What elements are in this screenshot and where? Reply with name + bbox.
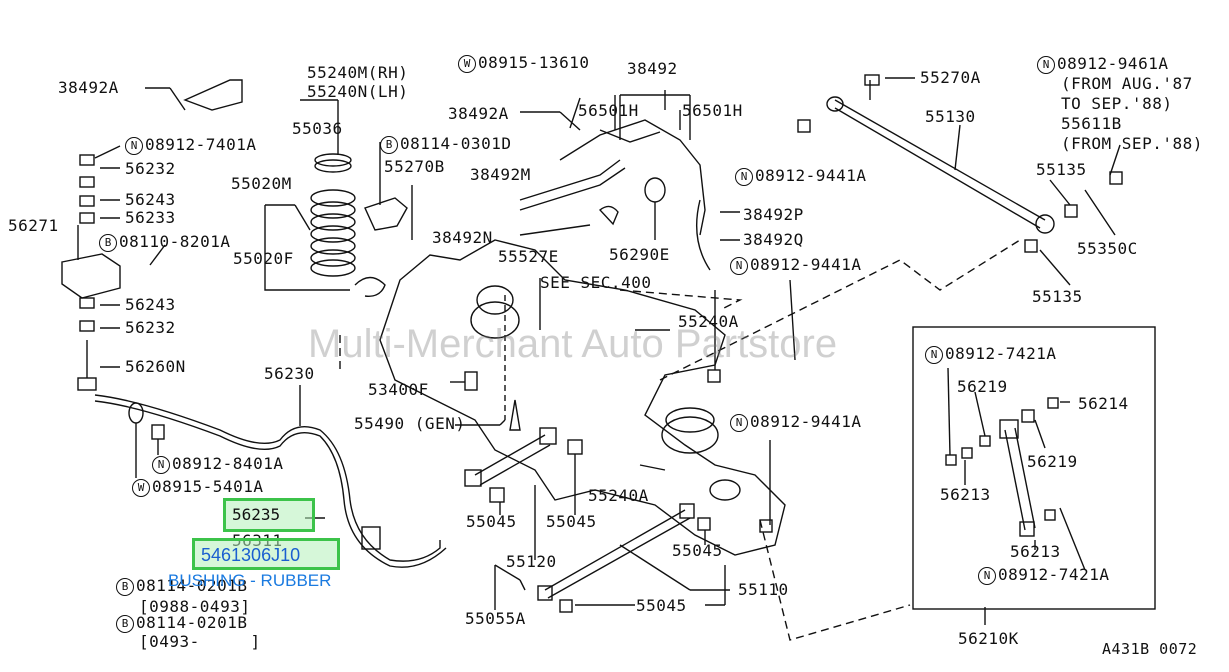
- part-label-56232[interactable]: 56232: [125, 159, 176, 178]
- part-label-56260N[interactable]: 56260N: [125, 357, 186, 376]
- w-symbol-icon: W: [132, 479, 150, 497]
- n-symbol-icon: N: [730, 257, 748, 275]
- part-label-56233[interactable]: 56233: [125, 208, 176, 227]
- n-symbol-icon: N: [1037, 56, 1055, 74]
- part-label-55045-d[interactable]: 55045: [636, 596, 687, 615]
- part-label-56501H-right[interactable]: 56501H: [682, 101, 743, 120]
- bushing-annotation: BUSHING - RUBBER: [168, 571, 332, 590]
- part-label-55350C[interactable]: 55350C: [1077, 239, 1138, 258]
- b-symbol-icon: B: [380, 136, 398, 154]
- part-label-55055A[interactable]: 55055A: [465, 609, 526, 628]
- part-label-38492N[interactable]: 38492N: [432, 228, 493, 247]
- part-label-56230[interactable]: 56230: [264, 364, 315, 383]
- part-label-56213[interactable]: 56213: [940, 485, 991, 504]
- part-label-55240M[interactable]: 55240M(RH): [307, 63, 409, 82]
- part-label-56243-lower[interactable]: 56243: [125, 295, 176, 314]
- part-label-56214[interactable]: 56214: [1078, 394, 1129, 413]
- part-label-55270A[interactable]: 55270A: [920, 68, 981, 87]
- part-label-55045-c[interactable]: 55045: [672, 541, 723, 560]
- part-label-56219-lower[interactable]: 56219: [1027, 452, 1078, 471]
- n-symbol-icon: N: [125, 137, 143, 155]
- part-label-55045[interactable]: 55045: [466, 512, 517, 531]
- b-symbol-icon: B: [116, 615, 134, 633]
- part-label-55240A-lower[interactable]: 55240A: [588, 486, 649, 505]
- part-label-38492M[interactable]: 38492M: [470, 165, 531, 184]
- n-symbol-icon: N: [735, 168, 753, 186]
- part-label-55045-b[interactable]: 55045: [546, 512, 597, 531]
- b-symbol-icon: B: [99, 234, 117, 252]
- diagram-code: A431B 0072: [1102, 640, 1198, 658]
- n-symbol-icon: N: [978, 567, 996, 585]
- part-label-38492[interactable]: 38492: [627, 59, 678, 78]
- part-label-38492A[interactable]: 38492A: [58, 78, 119, 97]
- b-symbol-icon: B: [116, 578, 134, 596]
- n-symbol-icon: N: [925, 346, 943, 364]
- part-label-56219[interactable]: 56219: [957, 377, 1008, 396]
- part-label-55135[interactable]: 55135: [1036, 160, 1087, 179]
- part-label-55020M[interactable]: 55020M: [231, 174, 292, 193]
- watermark: Multi-Merchant Auto Partstore: [308, 322, 838, 366]
- part-label-53400F[interactable]: 53400F: [368, 380, 429, 399]
- part-label-55020F[interactable]: 55020F: [233, 249, 294, 268]
- w-symbol-icon: W: [458, 55, 476, 73]
- part-label-55135-lower[interactable]: 55135: [1032, 287, 1083, 306]
- part-label-56271[interactable]: 56271: [8, 216, 59, 235]
- highlight-part-56235[interactable]: 56235: [223, 498, 315, 532]
- part-label-55240N[interactable]: 55240N(LH): [307, 82, 409, 101]
- highlight-part-5461306J10[interactable]: 5461306J10: [192, 538, 340, 570]
- part-label-56232-lower[interactable]: 56232: [125, 318, 176, 337]
- part-label-38492A-upper[interactable]: 38492A: [448, 104, 509, 123]
- note-from-sep-88: (FROM SEP.'88): [1061, 134, 1203, 153]
- part-label-38492Q[interactable]: 38492Q: [743, 230, 804, 249]
- part-label-55527E[interactable]: 55527E: [498, 247, 559, 266]
- date-range-0493: [0493- ]: [139, 632, 261, 651]
- part-label-56213-lower[interactable]: 56213: [1010, 542, 1061, 561]
- part-label-55036[interactable]: 55036: [292, 119, 343, 138]
- section-reference[interactable]: SEE SEC.400: [540, 273, 652, 292]
- part-label-55120[interactable]: 55120: [506, 552, 557, 571]
- date-range-0988-0493: [0988-0493]: [139, 597, 251, 616]
- part-label-55240A[interactable]: 55240A: [678, 312, 739, 331]
- part-label-56290E[interactable]: 56290E: [609, 245, 670, 264]
- note-to-sep-88: TO SEP.'88): [1061, 94, 1173, 113]
- part-label-55110[interactable]: 55110: [738, 580, 789, 599]
- part-label-56243[interactable]: 56243: [125, 190, 176, 209]
- part-label-56210K[interactable]: 56210K: [958, 629, 1019, 648]
- part-label-56501H[interactable]: 56501H: [578, 101, 639, 120]
- part-label-55270B[interactable]: 55270B: [384, 157, 445, 176]
- part-label-55611B[interactable]: 55611B: [1061, 114, 1122, 133]
- part-label-38492P[interactable]: 38492P: [743, 205, 804, 224]
- part-label-55130[interactable]: 55130: [925, 107, 976, 126]
- note-from-aug-87: (FROM AUG.'87: [1061, 74, 1193, 93]
- n-symbol-icon: N: [152, 456, 170, 474]
- part-label-55490[interactable]: 55490 (GEN): [354, 414, 466, 433]
- n-symbol-icon: N: [730, 414, 748, 432]
